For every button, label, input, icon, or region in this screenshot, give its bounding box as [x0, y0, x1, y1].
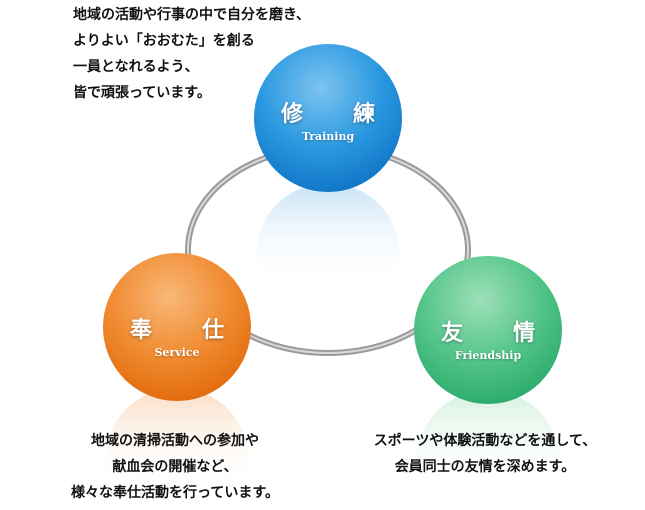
service-text: 地域の清掃活動への参加や 献血会の開催など、 様々な奉仕活動を行っています。 [71, 433, 279, 501]
training-label: 修 練 Training [280, 101, 389, 143]
service-reflection [105, 388, 249, 510]
training-reflection [256, 183, 400, 327]
intro-text: 地域の活動や行事の中で自分を磨き、 よりよい「おおむた」を創る 一員となれるよう… [73, 7, 311, 101]
friendship-reflection [416, 390, 560, 510]
friendship-label: 友 情 Friendship [440, 320, 549, 362]
friendship-circle [414, 256, 562, 404]
service-label: 奉 仕 Service [129, 317, 238, 359]
training-circle [254, 44, 402, 192]
friendship-text: スポーツや体験活動などを通して、 会員同士の友情を深めます。 [373, 433, 597, 475]
service-circle [103, 253, 251, 401]
